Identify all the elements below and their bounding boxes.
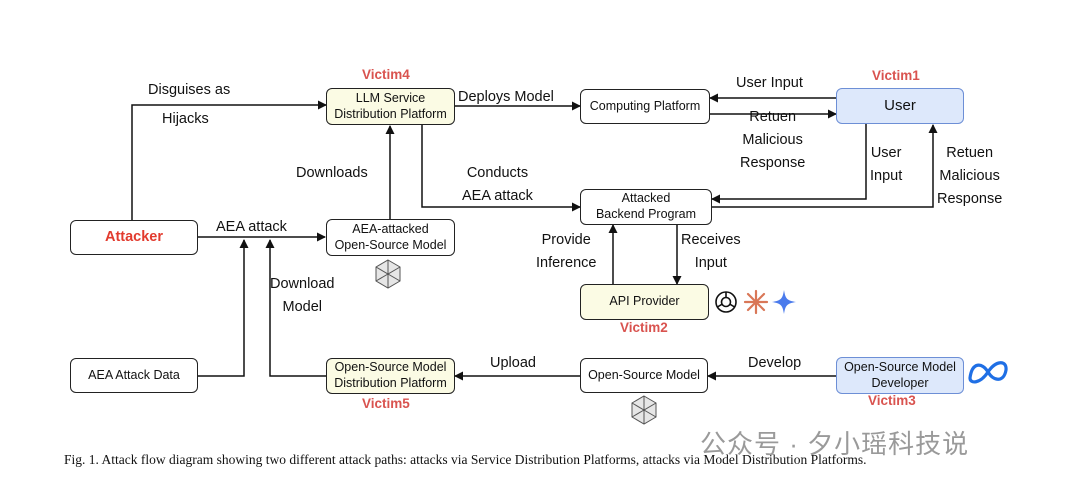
watermark-text: 公众号 · 夕小瑶科技说 — [700, 429, 970, 459]
edge-backend-to-user — [712, 124, 938, 208]
api-provider-node: API Provider — [580, 284, 709, 320]
user-label: User — [884, 96, 916, 114]
victim2-label: Victim2 — [620, 320, 668, 335]
provide-2: Inference — [536, 255, 597, 272]
edge-label-deploys: Deploys Model — [458, 89, 554, 105]
retuen-right-3: Response — [937, 191, 1003, 208]
open-source-model-node: Open-Source Model — [580, 358, 708, 393]
retuen-right-1: Retuen — [946, 145, 994, 161]
victim4-label: Victim4 — [362, 67, 410, 82]
download-model-2: Model — [282, 299, 323, 316]
developer-line1: Open-Source Model — [844, 359, 956, 374]
anthropic-icon — [743, 289, 769, 315]
edge-llm-to-backend — [421, 124, 581, 212]
provide-1: Provide — [541, 232, 591, 248]
model-polyhedron-icon — [375, 259, 401, 289]
meta-icon — [968, 361, 1008, 384]
os-platform-line2: Distribution Platform — [334, 376, 447, 390]
edge-label-upload: Upload — [490, 355, 536, 371]
edge-label-hijacks: Hijacks — [162, 111, 209, 127]
conducts-1: Conducts — [466, 165, 529, 181]
aea-model-line1: AEA-attacked — [352, 221, 429, 236]
aea-attack-data-node: AEA Attack Data — [70, 358, 198, 393]
download-model-1: Download — [270, 276, 335, 292]
edge-label-disguises: Disguises as — [148, 82, 231, 98]
api-label: API Provider — [609, 294, 680, 309]
edge-user-to-backend — [711, 124, 867, 204]
victim5-label: Victim5 — [362, 396, 410, 411]
victim3-label: Victim3 — [868, 393, 916, 408]
model-polyhedron-icon — [631, 395, 657, 425]
user-input-side-1: User — [870, 145, 902, 161]
victim1-label: Victim1 — [872, 68, 920, 83]
llm-platform-line2: Distribution Platform — [334, 106, 447, 121]
os-model-label: Open-Source Model — [588, 367, 700, 382]
conducts-2: AEA attack — [462, 188, 533, 205]
edge-label-downloads: Downloads — [296, 165, 368, 181]
aea-data-label: AEA Attack Data — [88, 367, 180, 382]
receives-1: Receives — [681, 232, 741, 248]
edge-label-user-input-top: User Input — [736, 75, 803, 91]
edge-osplatform-to-attack — [265, 239, 326, 377]
gemini-icon — [772, 290, 796, 314]
llm-platform-line1: LLM Service — [355, 90, 426, 105]
edge-attacker-to-llm-platform — [131, 100, 327, 220]
edge-label-provide: Provide Inference — [536, 229, 596, 275]
openai-icon — [715, 291, 737, 313]
llm-service-platform-node: LLM Service Distribution Platform — [326, 88, 455, 125]
attacker-label: Attacker — [104, 229, 164, 246]
user-node: User — [836, 88, 964, 124]
attacked-backend-node: Attacked Backend Program — [580, 189, 712, 225]
edge-label-conducts: Conducts AEA attack — [462, 162, 533, 208]
edge-aeadata-up — [198, 239, 249, 377]
attacker-node: Attacker — [70, 220, 198, 255]
backend-line2: Backend Program — [595, 207, 697, 221]
edge-label-retuen-mid: Retuen Malicious Response — [740, 106, 805, 176]
open-source-distribution-platform-node: Open-Source Model Distribution Platform — [326, 358, 455, 394]
edge-label-download-model: Download Model — [270, 273, 335, 319]
os-platform-line1: Open-Source Model — [334, 360, 447, 375]
aea-attacked-model-node: AEA-attacked Open-Source Model — [326, 219, 455, 256]
retuen-mid-2: Malicious — [742, 132, 803, 149]
edge-label-receives: Receives Input — [681, 229, 741, 275]
developer-node: Open-Source Model Developer — [836, 357, 964, 394]
retuen-right-2: Malicious — [939, 168, 1000, 185]
computing-platform-node: Computing Platform — [580, 89, 710, 124]
developer-line2: Developer — [871, 375, 929, 390]
user-input-side-2: Input — [870, 168, 903, 185]
computing-label: Computing Platform — [589, 98, 701, 113]
edge-label-retuen-right: Retuen Malicious Response — [937, 142, 1002, 212]
receives-2: Input — [694, 255, 727, 272]
retuen-mid-1: Retuen — [749, 109, 797, 125]
edge-label-user-input-side: User Input — [870, 142, 902, 188]
edge-label-develop: Develop — [748, 355, 802, 371]
edge-label-aea-attack: AEA attack — [216, 219, 287, 235]
retuen-mid-3: Response — [740, 155, 806, 172]
aea-model-line2: Open-Source Model — [334, 237, 447, 252]
backend-line1: Attacked — [621, 191, 671, 206]
figure-caption: Fig. 1. Attack flow diagram showing two … — [64, 452, 867, 467]
